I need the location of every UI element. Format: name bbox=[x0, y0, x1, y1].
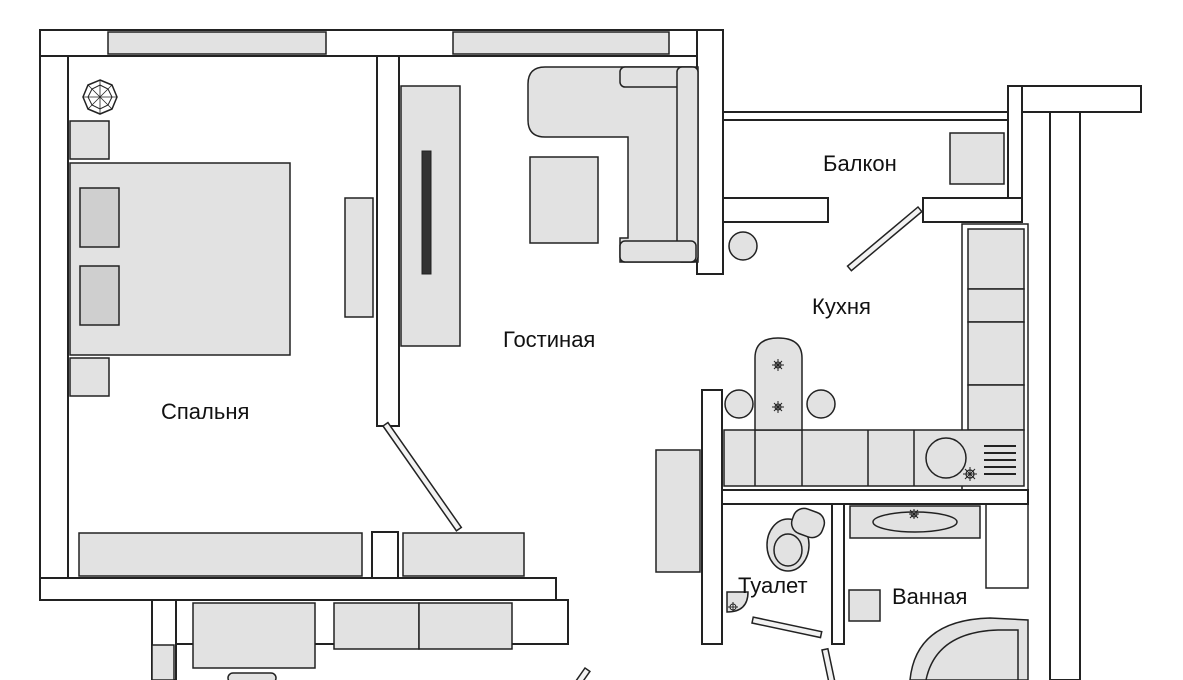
bedroom-dresser bbox=[344, 197, 374, 318]
wall-balcony-top-right bbox=[1007, 85, 1142, 113]
kitchen-cabinet-2 bbox=[967, 288, 1025, 323]
pillow-top bbox=[79, 187, 120, 248]
kitchen-furniture bbox=[723, 228, 1025, 487]
plant-icon bbox=[728, 231, 758, 261]
label-bedroom: Спальня bbox=[161, 399, 249, 424]
label-living: Гостиная bbox=[503, 327, 595, 352]
wall-bottom-left bbox=[39, 577, 557, 601]
hall-cabinet-2 bbox=[418, 602, 513, 650]
faucet-icon bbox=[963, 467, 977, 481]
sink-icon bbox=[925, 437, 967, 479]
bedroom-door bbox=[381, 421, 463, 532]
tv-icon bbox=[421, 150, 432, 275]
label-balcony: Балкон bbox=[823, 151, 897, 176]
wall-balcony-rail bbox=[722, 111, 1009, 121]
hall-bench bbox=[192, 602, 316, 669]
wall-kitchen-bath bbox=[721, 489, 1029, 505]
label-kitchen: Кухня bbox=[812, 294, 871, 319]
wall-balcony-bottom-right bbox=[922, 197, 1023, 223]
chair-right bbox=[806, 389, 836, 419]
toilet-furniture bbox=[726, 507, 826, 639]
stove-icon bbox=[984, 445, 1016, 475]
wall-bedroom-stub bbox=[371, 531, 399, 579]
wall-kitchen-left bbox=[701, 389, 723, 645]
hall-furniture bbox=[151, 449, 701, 680]
bath-niche bbox=[985, 503, 1029, 589]
wall-balcony-bottom-left bbox=[722, 197, 829, 223]
toilet-tank bbox=[790, 507, 826, 539]
living-furniture bbox=[400, 66, 758, 347]
wall-living-right bbox=[696, 29, 724, 275]
bedroom-furniture bbox=[69, 79, 525, 577]
chair-left bbox=[724, 389, 754, 419]
bedroom-wardrobe bbox=[78, 532, 363, 577]
sofa-arm bbox=[619, 240, 697, 263]
wall-right bbox=[1049, 111, 1081, 680]
hall-stub bbox=[151, 644, 175, 680]
label-bathroom: Ванная bbox=[892, 584, 967, 609]
flower-icon bbox=[772, 401, 784, 413]
room-labels: Спальня Гостиная Балкон Кухня Туалет Ван… bbox=[161, 151, 967, 609]
hall-cabinet-1 bbox=[333, 602, 420, 650]
pillow-bottom bbox=[79, 265, 120, 326]
balcony-furniture bbox=[846, 132, 1005, 272]
balcony-door bbox=[846, 205, 923, 272]
wall-bedroom-living bbox=[376, 55, 400, 427]
bath-door bbox=[821, 647, 836, 680]
balcony-cabinet bbox=[949, 132, 1005, 185]
toilet-seat bbox=[773, 533, 803, 567]
window-top-bedroom bbox=[107, 31, 327, 55]
kitchen-cabinet-4 bbox=[967, 384, 1025, 431]
faucet-icon bbox=[728, 602, 738, 612]
label-toilet: Туалет bbox=[738, 573, 808, 598]
toilet-door bbox=[751, 616, 823, 639]
sofa-back-side bbox=[676, 66, 699, 263]
hall-item bbox=[227, 672, 277, 680]
dining-table bbox=[754, 337, 803, 431]
nightstand-bottom bbox=[69, 357, 110, 397]
faucet-icon bbox=[909, 509, 919, 519]
lamp-icon bbox=[82, 79, 118, 115]
coffee-table bbox=[529, 156, 599, 244]
bath-furniture bbox=[573, 505, 1029, 680]
kitchen-counter bbox=[723, 429, 1025, 487]
kitchen-cabinet-3 bbox=[967, 321, 1025, 386]
flower-icon bbox=[772, 359, 784, 371]
kitchen-cabinet-1 bbox=[967, 228, 1025, 290]
bath-cabinet bbox=[848, 589, 881, 622]
sofa bbox=[527, 66, 699, 263]
window-top-living bbox=[452, 31, 670, 55]
bedroom-shelf bbox=[402, 532, 525, 577]
wall-left bbox=[39, 29, 69, 601]
hall-closet bbox=[655, 449, 701, 573]
entry-door bbox=[573, 666, 591, 680]
wall-toilet-bath bbox=[831, 503, 845, 645]
nightstand-top bbox=[69, 120, 110, 160]
